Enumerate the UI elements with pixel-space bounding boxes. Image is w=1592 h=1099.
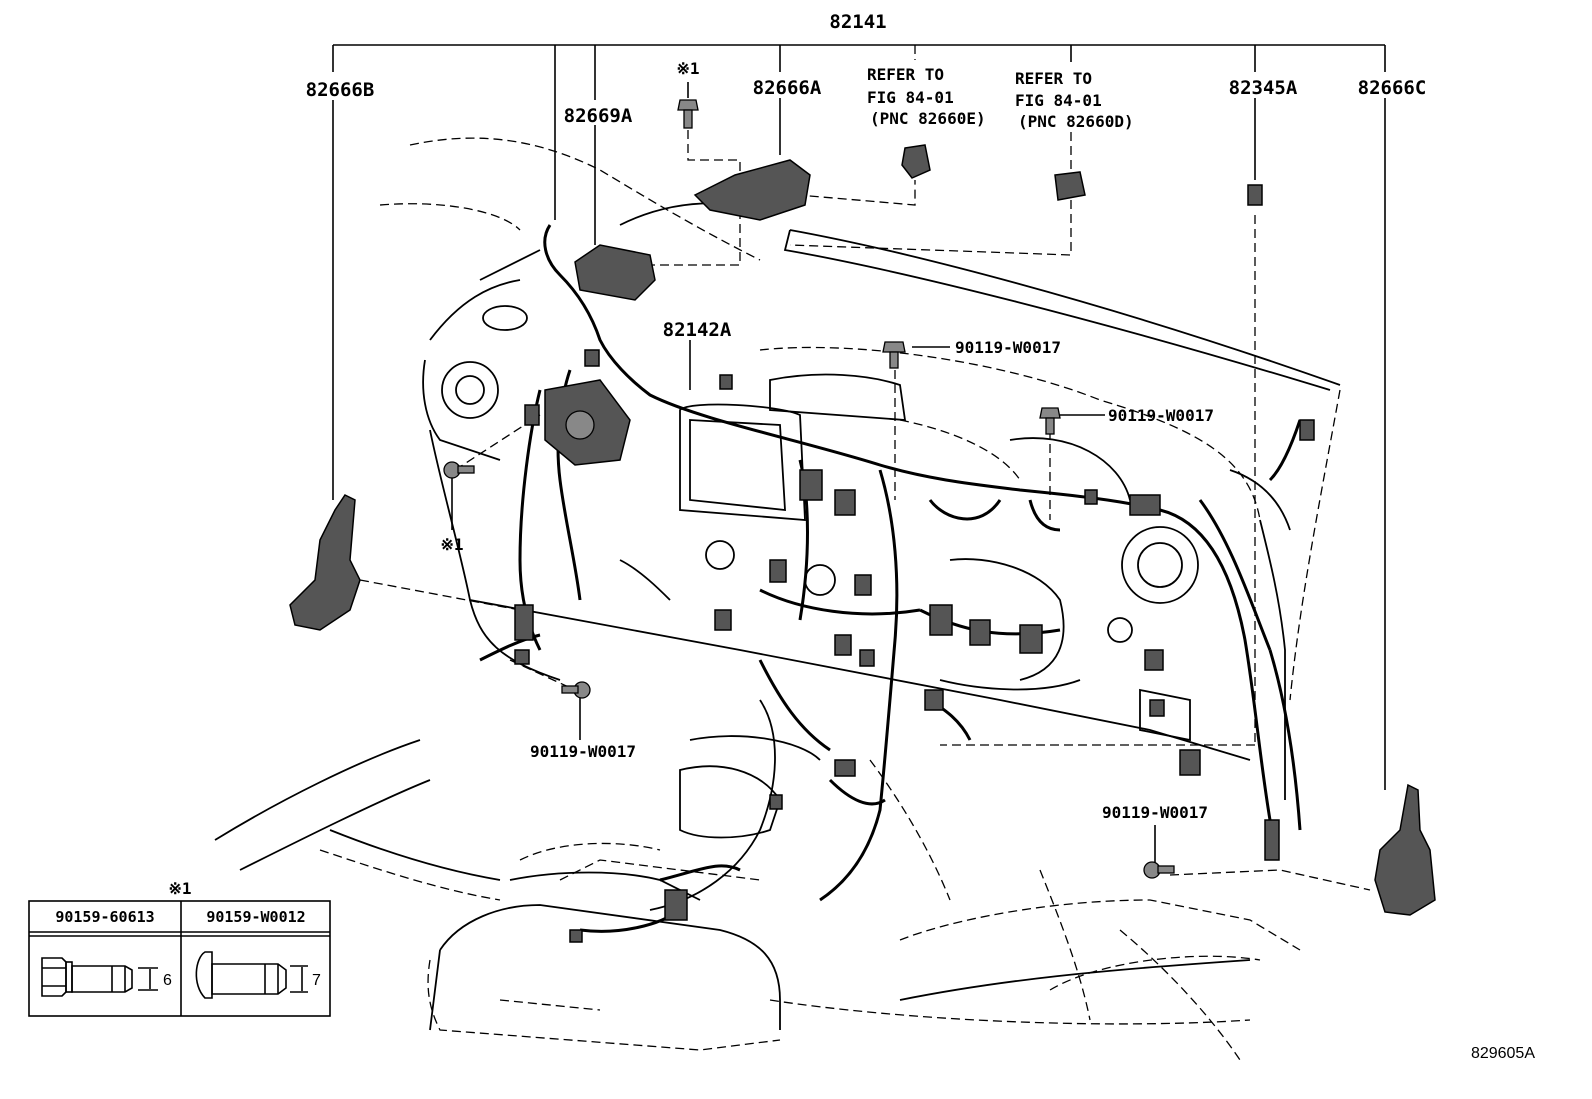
components [289, 144, 1436, 943]
leader-lines [332, 82, 1386, 865]
note-mark-left: ※1 [440, 535, 463, 554]
labels: 82141 82666B 82669A 82666A 82345A 82666C… [168, 11, 1535, 1062]
flange-bolt-icon [195, 951, 308, 999]
bolt-icon [882, 341, 906, 369]
label-82345a: 82345A [1229, 77, 1298, 99]
bolt-table: 90159-60613 90159-W0012 6 7 [28, 900, 331, 1017]
bolt-icon [677, 99, 699, 129]
label-bolt-right: 90119-W0017 [1108, 406, 1214, 425]
note-mark-top: ※1 [676, 59, 699, 78]
connector-82666a [693, 159, 811, 221]
bolt-icon [443, 461, 475, 479]
refer-d-line2: FIG 84-01 [1015, 91, 1102, 110]
refer-e-line2: FIG 84-01 [867, 88, 954, 107]
label-82142a: 82142A [663, 319, 732, 341]
figure-id: 829605A [1471, 1045, 1535, 1062]
label-82666c: 82666C [1358, 77, 1427, 99]
label-82666b: 82666B [306, 79, 375, 101]
bolts [443, 99, 1175, 879]
dashboard-outline [379, 137, 1341, 800]
bolt-col2-dimension: 7 [312, 972, 321, 989]
bolt-col2-header: 90159-W0012 [206, 908, 305, 926]
bolt-icon [561, 681, 591, 699]
label-bolt-bottom-right: 90119-W0017 [1102, 803, 1208, 822]
label-bolt-bottom-left: 90119-W0017 [530, 742, 636, 761]
connector-82345a [1247, 184, 1263, 206]
main-harness-callout-lines [332, 44, 1386, 220]
note-mark-table: ※1 [168, 879, 191, 898]
bolt-col1-dimension: 6 [163, 972, 172, 989]
refer-d-line3: (PNC 82660D) [1018, 112, 1134, 131]
part-82660d [1054, 171, 1086, 201]
hex-bolt-icon [41, 957, 158, 997]
refer-e-line3: (PNC 82660E) [870, 109, 986, 128]
label-bolt-top: 90119-W0017 [955, 338, 1061, 357]
refer-d-line1: REFER TO [1015, 69, 1092, 88]
bolt-icon [1039, 407, 1061, 435]
connector-82666b [289, 494, 361, 631]
label-82666a: 82666A [753, 77, 822, 99]
connector-82669a [574, 244, 656, 301]
part-82660e [901, 144, 931, 179]
label-main-harness: 82141 [829, 11, 886, 33]
assembly-dash-lines [359, 130, 1371, 891]
refer-e-line1: REFER TO [867, 65, 944, 84]
connector-82666c [1374, 783, 1436, 916]
center-console-outline [214, 699, 1301, 1061]
label-82669a: 82669A [564, 105, 633, 127]
bolt-icon [1143, 861, 1175, 879]
bolt-col1-header: 90159-60613 [55, 908, 154, 926]
